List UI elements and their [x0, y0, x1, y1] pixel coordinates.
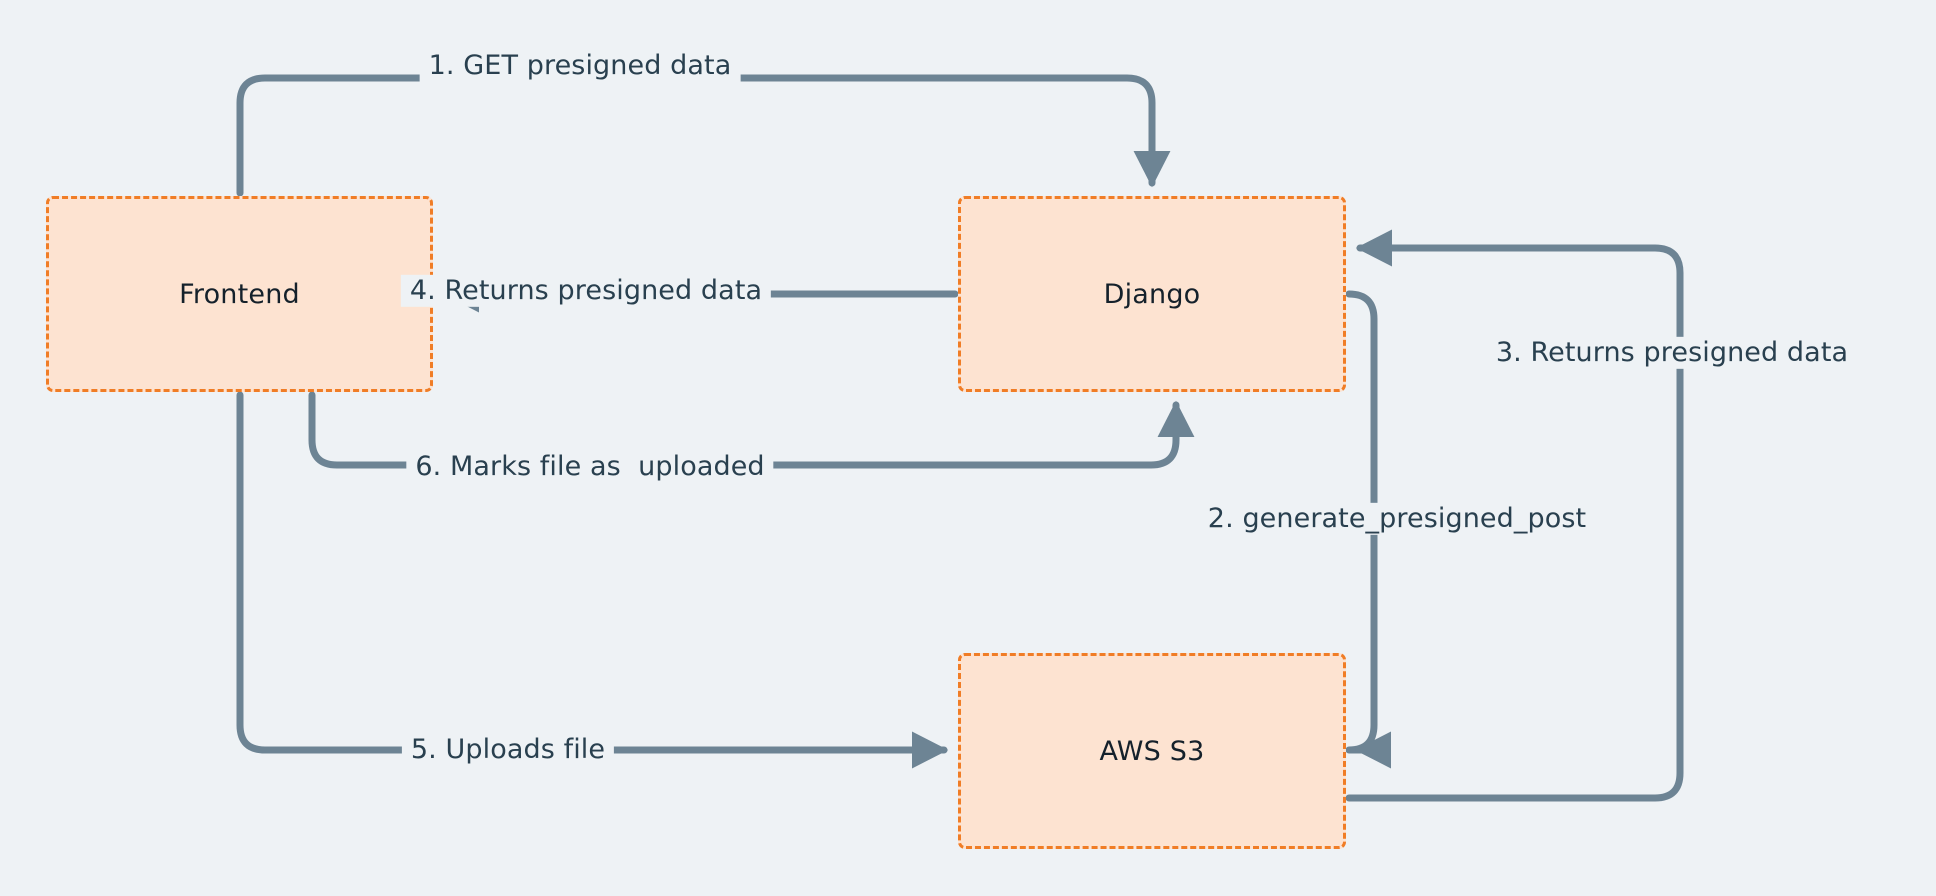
node-frontend-label: Frontend [179, 278, 300, 310]
edge-label-2: 2. generate_presigned_post [1198, 502, 1596, 536]
edge-label-3: 3. Returns presigned data [1486, 336, 1858, 370]
node-aws-s3-label: AWS S3 [1099, 735, 1205, 767]
node-django-label: Django [1103, 278, 1201, 310]
edge-path-3 [1345, 229, 1684, 802]
node-django[interactable]: Django [958, 196, 1346, 392]
edge-path-2 [1345, 290, 1392, 769]
edge-label-4: 4. Returns presigned data [400, 274, 772, 308]
edge-label-6: 6. Marks file as uploaded [406, 450, 774, 484]
node-aws-s3[interactable]: AWS S3 [958, 653, 1346, 849]
edge-label-5: 5. Uploads file [401, 733, 615, 767]
edge-path-1 [236, 74, 1171, 197]
node-frontend[interactable]: Frontend [46, 196, 433, 392]
edge-path-5 [236, 391, 949, 769]
edge-label-1: 1. GET presigned data [419, 49, 741, 83]
